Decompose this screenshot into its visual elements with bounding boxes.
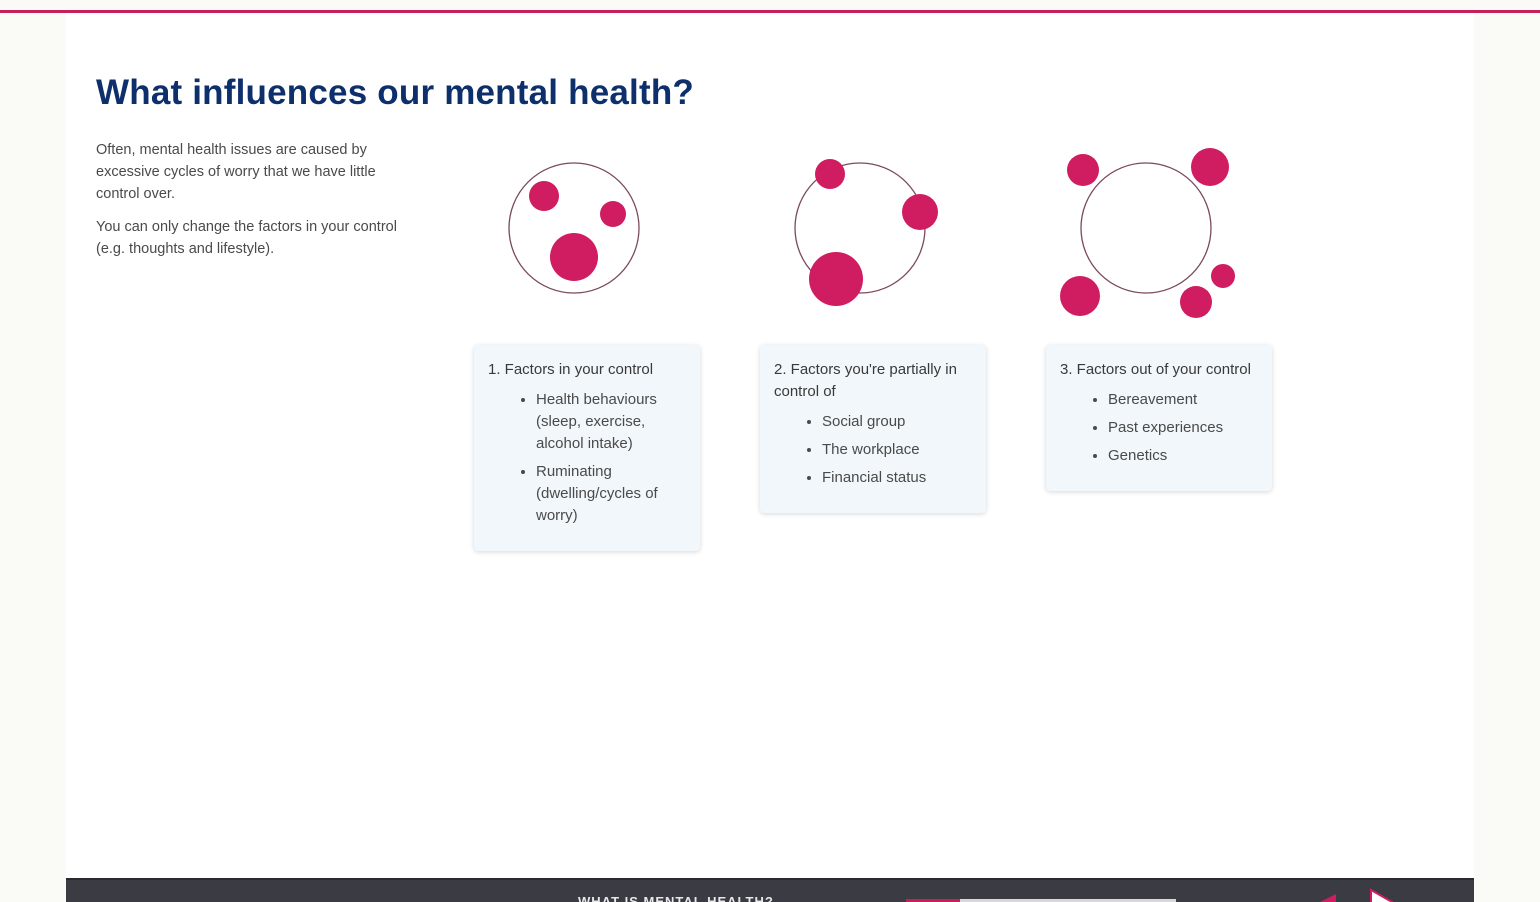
diagram-out-of-control: [1060, 148, 1235, 318]
list-item: Bereavement: [1108, 389, 1256, 411]
card-title: 3. Factors out of your control: [1060, 361, 1251, 378]
card-title: 1. Factors in your control: [488, 361, 654, 378]
diagram-dot: [815, 159, 845, 189]
diagram-ring: [1080, 162, 1212, 294]
diagram-dot: [550, 233, 598, 281]
diagram-dot: [600, 201, 626, 227]
list-item: Social group: [822, 411, 970, 433]
next-button[interactable]: [1366, 888, 1396, 902]
factor-card-partial-control: 2. Factors you're partially in control o…: [760, 345, 986, 513]
diagram-dot: [529, 181, 559, 211]
diagram-dot: [1060, 276, 1100, 316]
list-item: Past experiences: [1108, 417, 1256, 439]
list-item: Genetics: [1108, 445, 1256, 467]
intro-paragraph-2: You can only change the factors in your …: [96, 219, 397, 257]
slide-content: What influences our mental health? Often…: [66, 13, 1474, 878]
diagram-dot: [1191, 148, 1229, 186]
page-title: What influences our mental health?: [96, 73, 694, 112]
diagram-dot: [1067, 154, 1099, 186]
factor-card-out-of-control: 3. Factors out of your control Bereaveme…: [1046, 345, 1272, 491]
diagram-dot: [1211, 264, 1235, 288]
factor-card-in-control: 1. Factors in your control Health behavi…: [474, 345, 700, 551]
top-accent-rule: [0, 10, 1540, 13]
diagram-in-control: [508, 162, 640, 294]
diagram-ring: [508, 162, 640, 294]
intro-paragraph-1: Often, mental health issues are caused b…: [96, 142, 376, 202]
card-list: Social group The workplace Financial sta…: [774, 411, 970, 489]
list-item: Health behaviours (sleep, exercise, alco…: [536, 389, 684, 455]
triangle-right-icon: [1370, 888, 1395, 902]
previous-button[interactable]: [1312, 890, 1340, 902]
list-item: Ruminating (dwelling/cycles of worry): [536, 461, 684, 527]
card-list: Bereavement Past experiences Genetics: [1060, 389, 1256, 467]
diagram-dot: [902, 194, 938, 230]
card-list: Health behaviours (sleep, exercise, alco…: [488, 389, 684, 527]
diagram-dot: [809, 252, 863, 306]
diagram-partial-control: [794, 159, 938, 306]
footer-bar: WHAT IS MENTAL HEALTH?: [66, 878, 1474, 902]
list-item: The workplace: [822, 439, 970, 461]
diagram-dot: [1180, 286, 1212, 318]
intro-text: Often, mental health issues are caused b…: [96, 139, 416, 271]
triangle-left-icon: [1320, 894, 1336, 902]
list-item: Financial status: [822, 467, 970, 489]
footer-section-label: WHAT IS MENTAL HEALTH?: [578, 894, 774, 902]
card-title: 2. Factors you're partially in control o…: [774, 361, 957, 400]
